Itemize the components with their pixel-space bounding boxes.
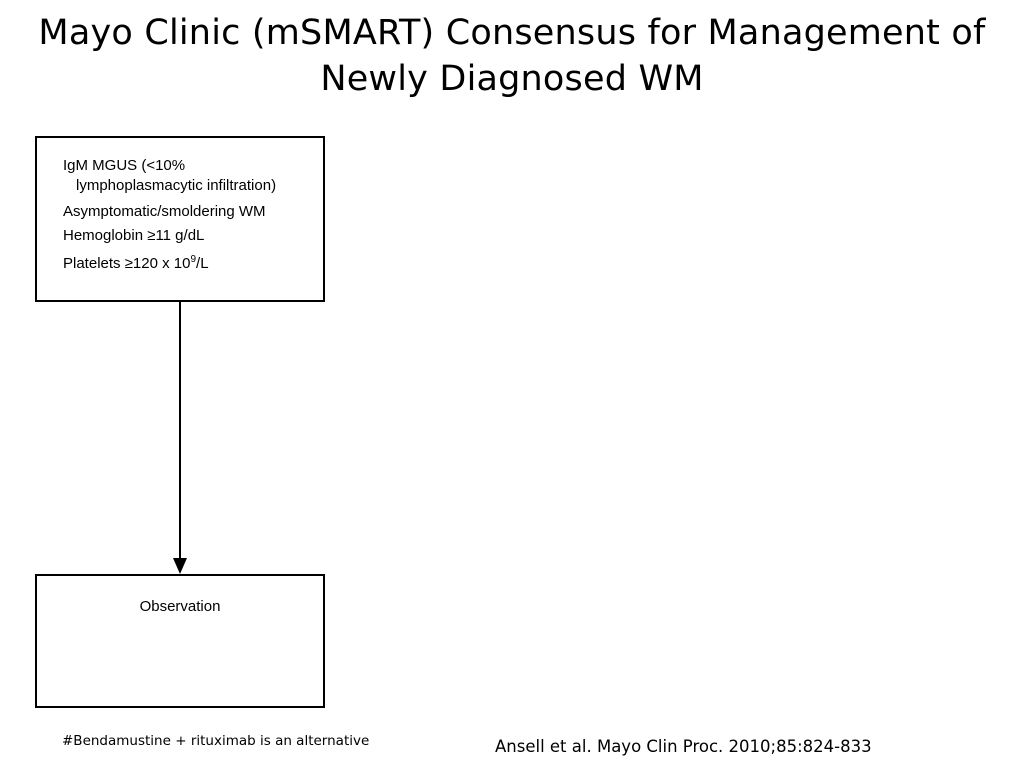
criterion-smoldering-wm: Asymptomatic/smoldering WM — [63, 203, 266, 220]
criterion-platelets-exponent: 9 — [190, 254, 197, 265]
slide-title: Mayo Clinic (mSMART) Consensus for Manag… — [0, 10, 1024, 102]
criterion-igm-mgus-line-1: IgM MGUS (<10% — [63, 157, 186, 174]
criterion-hemoglobin: Hemoglobin ≥11 g/dL — [63, 227, 205, 244]
slide-title-line-2: Newly Diagnosed WM — [320, 59, 704, 99]
criterion-platelets-prefix: Platelets ≥120 x 10 — [63, 255, 191, 272]
footnote: #Bendamustine + rituximab is an alternat… — [62, 733, 370, 749]
observation-label: Observation — [139, 598, 221, 615]
slide-title-line-1: Mayo Clinic (mSMART) Consensus for Manag… — [38, 13, 986, 53]
criterion-platelets: Platelets ≥120 x 109/L — [63, 250, 313, 274]
criterion-igm-mgus: IgM MGUS (<10% lymphoplasmacytic infiltr… — [63, 156, 313, 196]
flow-arrow-head — [173, 558, 187, 574]
criterion-igm-mgus-line-2: lymphoplasmacytic infiltration) — [76, 177, 277, 194]
criterion-platelets-suffix: /L — [196, 255, 209, 272]
citation: Ansell et al. Mayo Clin Proc. 2010;85:82… — [495, 737, 872, 756]
observation-box: Observation — [35, 574, 325, 708]
criteria-box: IgM MGUS (<10% lymphoplasmacytic infiltr… — [35, 136, 325, 302]
